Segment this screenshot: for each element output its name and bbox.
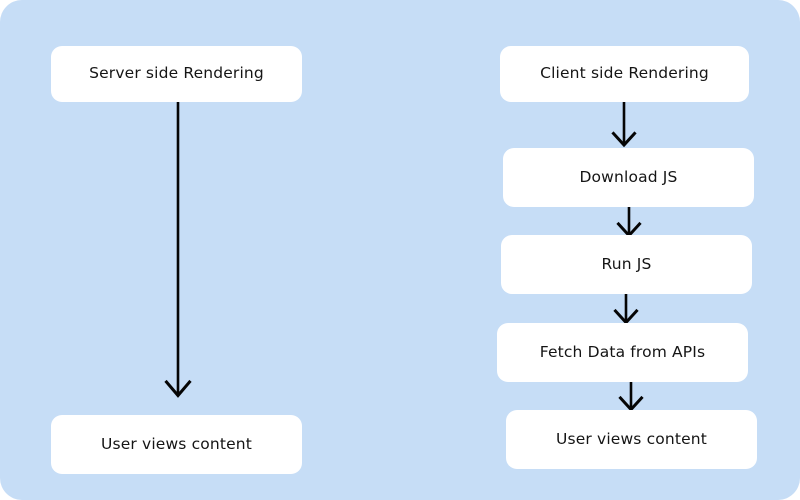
node-label: User views content xyxy=(556,429,707,448)
arrow-ssr-start-to-end xyxy=(160,102,196,415)
node-run-js[interactable]: Run JS xyxy=(501,235,752,294)
node-fetch-data-from-apis[interactable]: Fetch Data from APIs xyxy=(497,323,748,382)
node-server-side-rendering[interactable]: Server side Rendering xyxy=(51,46,302,102)
node-label: User views content xyxy=(101,434,252,453)
node-client-side-rendering[interactable]: Client side Rendering xyxy=(500,46,749,102)
arrow-fetch-to-user-views xyxy=(613,382,649,414)
node-label: Download JS xyxy=(579,167,678,186)
node-label: Fetch Data from APIs xyxy=(539,342,706,361)
node-label: Server side Rendering xyxy=(89,64,264,83)
node-label: Run JS xyxy=(601,254,652,273)
node-csr-user-views-content[interactable]: User views content xyxy=(506,410,757,469)
arrow-run-to-fetch xyxy=(608,294,644,327)
arrow-csr-start-to-download xyxy=(606,102,642,150)
node-label: Client side Rendering xyxy=(540,64,709,83)
node-ssr-user-views-content[interactable]: User views content xyxy=(51,415,302,474)
node-download-js[interactable]: Download JS xyxy=(503,148,754,207)
